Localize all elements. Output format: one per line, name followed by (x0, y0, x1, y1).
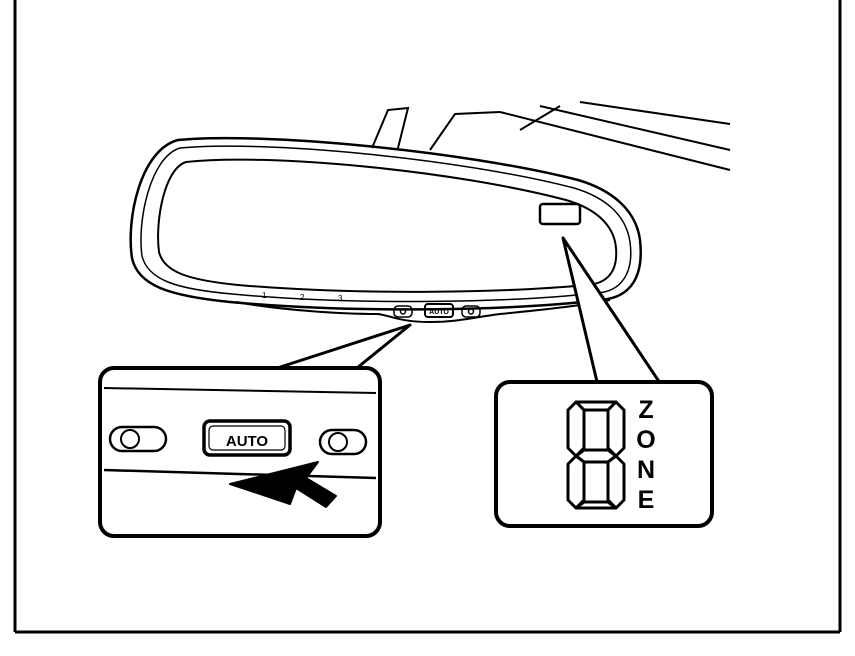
mirror-label-1: 1 (262, 291, 267, 300)
zone-callout-pointer (561, 236, 664, 388)
mirror-chin (235, 299, 611, 324)
mirror-right-button-dot (467, 308, 475, 315)
mirror-glass (157, 158, 618, 293)
callout-auto-label: AUTO (226, 433, 269, 450)
mirror-number-labels: 1 2 3 (262, 291, 343, 303)
mirror-auto-button[interactable] (424, 303, 454, 318)
mirror-left-button-dot (399, 308, 407, 315)
mirror-label-2: 2 (300, 293, 305, 302)
zone-indicator-window (538, 202, 582, 226)
figure-frame (13, 0, 842, 634)
callout-right-button[interactable] (318, 428, 368, 456)
callout-left-button[interactable] (108, 425, 168, 453)
mirror-right-button[interactable] (461, 305, 481, 318)
mirror-label-3: 3 (338, 294, 343, 303)
zone-letter-z: Z (638, 396, 653, 424)
zone-digit-display (566, 400, 626, 510)
mirror-buttons (393, 303, 481, 318)
zone-letter-n: N (637, 456, 655, 484)
zone-letter-e: E (638, 486, 655, 514)
button-panel-callout: AUTO (98, 366, 382, 538)
zone-display-callout: Z O N E (494, 380, 714, 528)
callout-auto-button[interactable]: AUTO (202, 419, 292, 457)
windshield-lines (371, 101, 731, 171)
mirror-auto-text: AUTO (429, 309, 449, 316)
zone-letter-o: O (636, 426, 655, 454)
zone-label: Z O N E (636, 396, 655, 514)
mirror-left-button[interactable] (393, 305, 413, 318)
button-callout-pointer (263, 323, 412, 374)
rearview-mirror (129, 136, 642, 324)
press-arrow-icon (229, 461, 337, 508)
